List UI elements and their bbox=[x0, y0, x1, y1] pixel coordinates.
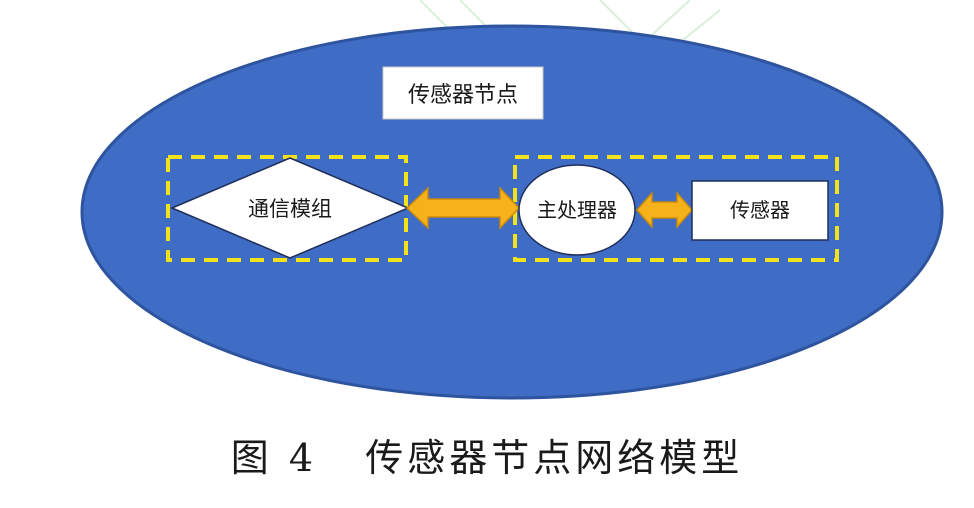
processor-sensor-dashed-frame bbox=[513, 155, 839, 262]
node-title-box bbox=[382, 66, 544, 120]
main-processor-circle bbox=[518, 164, 636, 256]
main-processor-label: 主处理器 bbox=[537, 198, 617, 222]
node-title: 传感器节点 bbox=[408, 83, 518, 108]
figure-caption: 图 4 传感器节点网络模型 bbox=[230, 436, 744, 480]
sensor-label: 传感器 bbox=[730, 198, 790, 222]
sensor-box bbox=[691, 180, 829, 241]
comm-module-label: 通信模组 bbox=[248, 197, 332, 221]
